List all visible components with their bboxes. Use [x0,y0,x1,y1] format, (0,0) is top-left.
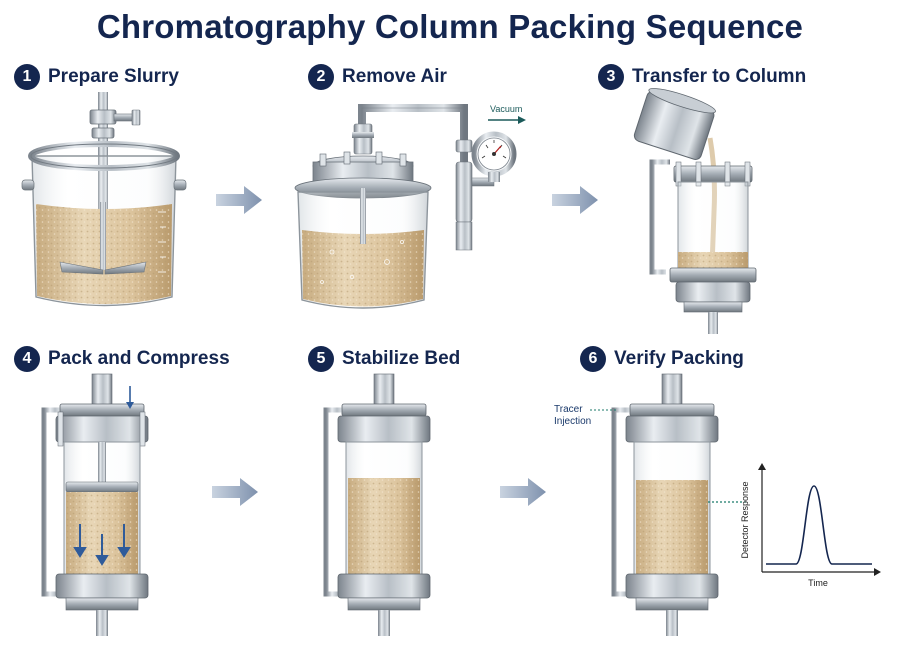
impeller-blade [59,261,104,275]
step-6-badge: 6 [580,346,606,372]
tracer-label-line1: Tracer [554,404,583,415]
degassing-vessel [294,104,517,309]
page-title: Chromatography Column Packing Sequence [96,8,804,45]
flow-arrow-1 [216,186,262,214]
valve-assembly [455,161,473,223]
tracer-leader [590,409,618,411]
tracer-label-line2: Injection [554,416,592,427]
vacuum-arrow [488,116,526,124]
step-6-title: Verify Packing [614,348,744,369]
verify-column [611,373,719,636]
compression-arrow [126,402,134,409]
chart-ylabel: Detector Response [740,481,750,558]
step-3-title: Transfer to Column [632,66,807,87]
flow-arrow-2 [552,186,598,214]
vacuum-label: Vacuum [490,104,523,114]
packing-column [41,373,149,636]
step-5-title: Stabilize Bed [342,348,461,369]
step-5-label: 5 Stabilize Bed [308,346,460,372]
step-1-label: 1 Prepare Slurry [14,64,179,90]
step-2-title: Remove Air [342,66,447,87]
tracer-injection-label: Tracer Injection [554,404,591,428]
elution-peak [766,485,872,565]
step-4-title: Pack and Compress [48,348,230,369]
mixing-vessel [21,92,187,307]
step-3-badge: 3 [598,64,624,90]
step-5-badge: 5 [308,346,334,372]
step-6-label: 6 Verify Packing [580,346,744,372]
column-transfer [633,88,757,334]
flow-arrow-3 [212,478,258,506]
detector-chart: Detector Response Time [740,463,881,588]
step-4-badge: 4 [14,346,40,372]
compression-piston [98,442,106,484]
step-1-title: Prepare Slurry [48,66,179,87]
step-2-badge: 2 [308,64,334,90]
flow-arrow-4 [500,478,546,506]
step-3-label: 3 Transfer to Column [598,64,806,90]
stabilized-column [323,373,431,636]
flow-adapter [65,481,139,493]
step-1-badge: 1 [14,64,40,90]
step-4-label: 4 Pack and Compress [14,346,230,372]
step-2-label: 2 Remove Air [308,64,447,90]
chart-xlabel: Time [808,578,828,588]
